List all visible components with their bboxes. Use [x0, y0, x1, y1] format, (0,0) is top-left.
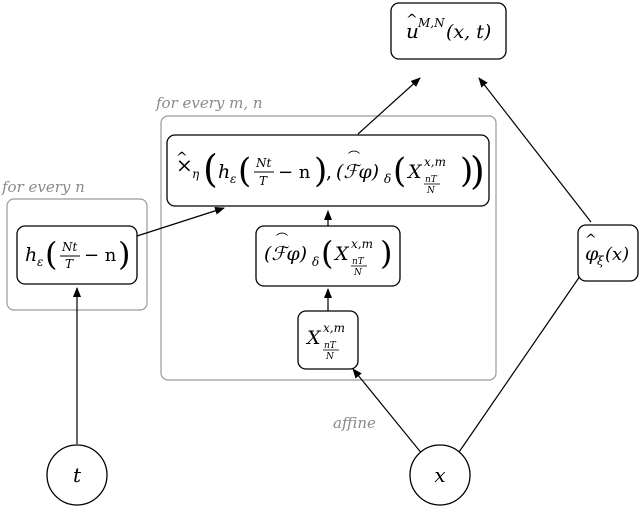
times-h-minus: − n [278, 162, 311, 183]
times-X-base: X [406, 161, 423, 183]
times-h-base: h [218, 161, 230, 183]
svg-text:⌒: ⌒ [348, 150, 360, 164]
Fphi-X-sub-den: N [353, 268, 363, 278]
svg-text:(: ( [393, 151, 406, 191]
node-x: x [409, 444, 471, 506]
h-frac-den: T [65, 257, 74, 271]
node-times-eta: × ^ η ( h ε ( Nt T − n ) , (ℱφ) ⌒ δ ( X … [166, 134, 490, 207]
edge-phixi-to-u [478, 77, 592, 223]
X-sub-num: nT [324, 341, 337, 351]
X-sub-den: N [325, 352, 335, 362]
svg-text:): ) [380, 234, 392, 272]
times-h-frac-den: T [259, 174, 268, 188]
svg-text:): ) [118, 235, 130, 273]
times-h-sub: ε [230, 172, 236, 186]
u-base: u [406, 19, 419, 43]
x-label: x [434, 463, 445, 487]
svg-text:^: ^ [406, 12, 418, 28]
svg-text:(: ( [321, 234, 333, 272]
phixi-args: (x) [605, 244, 629, 265]
times-Fphi-base: (ℱφ) [336, 161, 379, 183]
edge-times-to-u [357, 77, 421, 135]
svg-text:(: ( [45, 235, 57, 273]
u-sup: M,N [417, 16, 445, 30]
edge-label-affine: affine [333, 414, 376, 432]
Fphi-X-sub-num: nT [352, 257, 365, 267]
times-Fphi-sub: δ [384, 172, 391, 186]
Fphi-sub: δ [312, 255, 319, 269]
Fphi-X-base: X [333, 243, 350, 265]
h-minus: − n [84, 245, 117, 266]
node-t: t [46, 444, 108, 506]
X-sup: x,m [323, 321, 345, 335]
node-u-output: u ^ M,N (x, t) [390, 2, 507, 60]
edge-x-to-X [352, 368, 424, 456]
node-phi-xi: φ ^ ξ (x) [577, 224, 639, 282]
u-args: (x, t) [446, 21, 491, 43]
times-X-sub-num: nT [425, 175, 438, 185]
svg-text:^: ^ [585, 232, 597, 248]
group-box-every-mn [160, 115, 497, 381]
svg-text:): ) [314, 151, 327, 191]
node-F-phi-delta: (ℱφ) ⌒ δ ( X x,m nT N ) [255, 225, 401, 287]
svg-text:): ) [470, 149, 485, 193]
times-sub: η [192, 167, 200, 181]
svg-text:(: ( [203, 147, 218, 191]
Fphi-base: (ℱφ) [264, 243, 307, 265]
svg-text:(: ( [238, 151, 251, 191]
node-h-epsilon: h ε ( Nt T − n ) [16, 225, 138, 285]
edge-h-to-times [136, 206, 225, 237]
svg-text:,: , [326, 161, 332, 183]
group-label-every-mn: for every m, n [155, 94, 263, 112]
times-base: × [176, 153, 193, 177]
svg-text:⌒: ⌒ [276, 232, 288, 246]
h-sub: ε [37, 255, 43, 269]
h-frac-num: Nt [61, 240, 78, 254]
times-X-sub-den: N [426, 186, 436, 196]
X-base: X [305, 327, 322, 349]
group-label-every-n: for every n [1, 178, 85, 196]
edge-x-to-phixi [456, 262, 590, 456]
svg-text:): ) [460, 151, 473, 191]
node-X: X x,m nT N [297, 310, 359, 370]
phixi-base: φ [585, 243, 599, 265]
times-h-frac-num: Nt [255, 156, 272, 170]
t-label: t [73, 463, 82, 487]
Fphi-X-sup: x,m [351, 237, 373, 251]
h-base: h [25, 244, 37, 266]
times-X-sup: x,m [424, 155, 446, 169]
svg-text:^: ^ [176, 150, 188, 166]
phixi-sub: ξ [597, 254, 605, 268]
